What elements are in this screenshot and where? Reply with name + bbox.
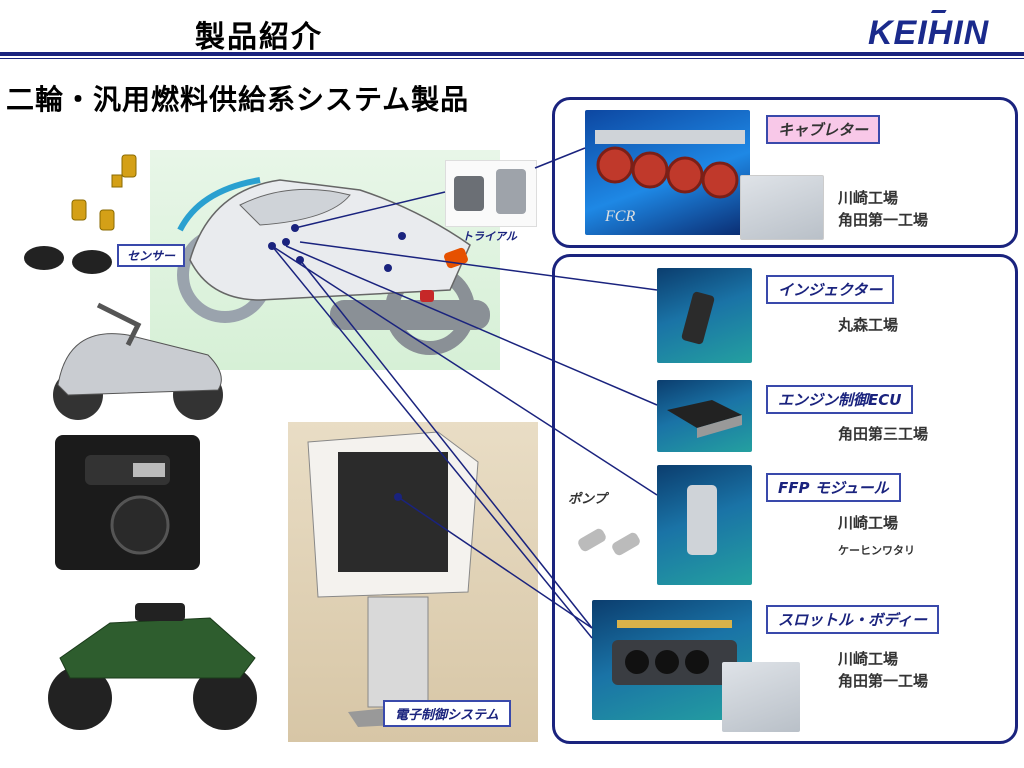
throttle-body-small-photo bbox=[722, 662, 800, 732]
ecu-label: エンジン制御ECU bbox=[766, 385, 914, 414]
sensor-drawing bbox=[24, 154, 137, 274]
ffp-plant: 川崎工場 bbox=[838, 514, 899, 532]
injector-plant: 丸森工場 bbox=[838, 316, 899, 334]
pump-photo bbox=[572, 515, 652, 570]
injector-photo bbox=[657, 268, 752, 363]
section-subtitle: 二輪・汎用燃料供給系システム製品 bbox=[6, 83, 470, 116]
page-title: 製品紹介 bbox=[195, 20, 323, 55]
sensor-photos bbox=[22, 150, 152, 285]
ffp-label: FFP モジュール bbox=[766, 473, 901, 502]
engine-drawing bbox=[85, 455, 170, 555]
outboard-motor-photo bbox=[288, 422, 538, 742]
ecu-photo bbox=[657, 380, 752, 452]
ffp-module-drawing bbox=[687, 485, 717, 555]
ecu-plant: 角田第三工場 bbox=[838, 425, 929, 443]
trial-caption: トライアル bbox=[462, 230, 517, 243]
motorcycle-illustration bbox=[150, 150, 500, 370]
motorcycle-drawing bbox=[177, 177, 490, 355]
trial-carburetor-photo bbox=[445, 160, 537, 227]
fcr-carburetor-drawing bbox=[595, 130, 745, 199]
header-divider bbox=[0, 52, 1024, 56]
throttle-body-drawing bbox=[612, 620, 737, 685]
carburetor-plant-2: 角田第一工場 bbox=[838, 211, 929, 229]
atv-photo bbox=[40, 578, 270, 738]
sensor-label: センサー bbox=[117, 244, 186, 267]
ecu-drawing bbox=[667, 400, 742, 438]
throttle-plant-2: 角田第一工場 bbox=[838, 672, 929, 690]
injector-label: インジェクター bbox=[766, 275, 895, 304]
fcr-carburetor-photo: FCR bbox=[585, 110, 750, 235]
keihin-logo: KEIHIN bbox=[868, 14, 990, 52]
fcr-caption: FCR bbox=[605, 208, 636, 225]
throttle-plant-1: 川崎工場 bbox=[838, 650, 899, 668]
injector-drawing bbox=[681, 291, 715, 345]
pump-label: ポンプ bbox=[568, 492, 607, 507]
carburetor-small-photo bbox=[740, 175, 824, 240]
throttle-label: スロットル・ボディー bbox=[766, 605, 939, 634]
electronic-control-label: 電子制御システム bbox=[383, 700, 511, 727]
trial-carburetor-drawing bbox=[454, 169, 526, 214]
header-divider-thin bbox=[0, 58, 1024, 59]
ffp-module-photo bbox=[657, 465, 752, 585]
carburetor-label: キャブレター bbox=[766, 115, 881, 144]
ffp-subplant: ケーヒンワタリ bbox=[838, 544, 915, 557]
engine-photo bbox=[55, 435, 200, 570]
pump-drawing bbox=[578, 528, 640, 556]
outboard-motor-drawing bbox=[307, 431, 479, 727]
scooter-drawing bbox=[53, 302, 223, 420]
atv-drawing bbox=[48, 603, 257, 730]
carburetor-plant-1: 川崎工場 bbox=[838, 189, 899, 207]
scooter-photo bbox=[38, 285, 233, 425]
